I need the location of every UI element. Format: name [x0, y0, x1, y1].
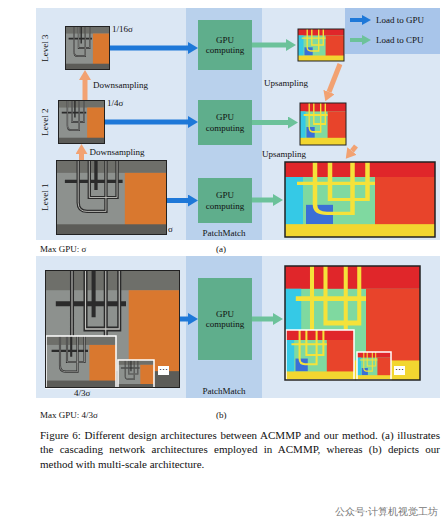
legend-arrow-head: [362, 35, 371, 45]
input-image-node: 1/16σ: [65, 26, 110, 70]
depth-frame: [286, 330, 354, 380]
ellipsis: ⋯: [158, 366, 169, 375]
scale-label: 1/4σ: [107, 98, 123, 108]
depth-frame: [300, 103, 346, 145]
upsampling-label: Upsampling: [262, 149, 306, 159]
gpu-label: GPU computing: [201, 190, 249, 211]
level-label: Level 3: [40, 34, 50, 61]
scale-label: σ: [168, 224, 173, 234]
patchmatch-band: PatchMatch GPU computing: [186, 256, 262, 398]
edge-label: Downsampling: [90, 147, 145, 157]
downsampling-arrow: [83, 80, 88, 100]
gpu-computing-box: GPU computing: [198, 178, 252, 223]
scale-label: 4/3σ: [74, 388, 90, 398]
output-arrow: [252, 120, 288, 125]
panel-a: [36, 8, 440, 240]
watermark: 公众号·计算机视觉工坊: [335, 506, 438, 518]
legend-arrow-shaft: [350, 18, 363, 22]
input-image: [58, 100, 105, 144]
output-arrow: [252, 198, 273, 203]
patchmatch-band-fill: [186, 256, 262, 398]
load-arrow: [105, 120, 188, 125]
depth-frame: [285, 162, 435, 237]
memory-label: Max GPU: 4/3σ: [40, 410, 98, 420]
depth-map: [298, 29, 344, 61]
gpu-computing-box: GPU computing: [198, 278, 252, 360]
legend-arrow-shaft: [350, 38, 363, 42]
upsampling-label: Upsampling: [264, 78, 308, 88]
depth-map: [357, 352, 391, 380]
scale-label: 1/16σ: [112, 24, 133, 34]
input-image-node: σ: [56, 160, 167, 235]
legend-item: Load to GPU: [350, 14, 424, 26]
output-arrow: [252, 43, 286, 48]
figure-caption: Figure 6: Different design architectures…: [40, 428, 440, 471]
level-label: Level 2: [40, 108, 50, 135]
panel-label: (a): [216, 244, 226, 254]
band-label: PatchMatch: [186, 386, 262, 396]
gpu-computing-box: GPU computing: [198, 100, 252, 145]
input-image: [56, 160, 167, 235]
level-label: Level 1: [40, 183, 50, 210]
depth-frame: [298, 29, 344, 61]
load-arrow: [167, 198, 188, 203]
input-image: [118, 360, 154, 388]
legend-arrow: [350, 34, 372, 46]
depth-map: [300, 103, 346, 145]
band-label: PatchMatch: [186, 228, 262, 238]
patchmatch-band-fill: [186, 8, 262, 240]
load-arrow: [110, 46, 188, 51]
legend-arrow: [350, 14, 372, 26]
depth-map: [285, 162, 435, 237]
legend-box: [345, 8, 440, 54]
panel-label: (b): [216, 410, 227, 420]
load-arrow: [180, 317, 188, 322]
input-image: [45, 270, 180, 388]
depth-map: [285, 266, 420, 380]
depth-frame: [285, 266, 420, 380]
legend-item: Load to CPU: [350, 34, 424, 46]
upsampling-arrow: [329, 64, 340, 92]
upsampling-arrow: [352, 146, 356, 151]
ellipsis: ⋯: [394, 366, 405, 375]
gpu-label: GPU computing: [201, 35, 249, 56]
gpu-computing-box: GPU computing: [198, 20, 252, 70]
depth-map: [286, 330, 354, 380]
legend-arrow-head: [362, 15, 371, 25]
edge-label: Downsampling: [93, 80, 148, 90]
depth-frame: [357, 352, 391, 380]
legend-text: Load to GPU: [376, 15, 424, 25]
image-frame: [118, 360, 154, 388]
gpu-label: GPU computing: [201, 112, 249, 133]
input-image-node: 1/4σ: [58, 100, 105, 144]
panel-b: [36, 256, 440, 398]
gpu-label: GPU computing: [201, 309, 249, 330]
legend-text: Load to CPU: [376, 35, 424, 45]
output-arrow: [252, 317, 273, 322]
input-image: [65, 26, 110, 70]
input-image: [46, 336, 116, 388]
image-frame: [46, 336, 116, 388]
patchmatch-band: PatchMatchGPU computingGPU computingGPU …: [186, 8, 262, 240]
memory-label: Max GPU: σ: [40, 244, 86, 254]
